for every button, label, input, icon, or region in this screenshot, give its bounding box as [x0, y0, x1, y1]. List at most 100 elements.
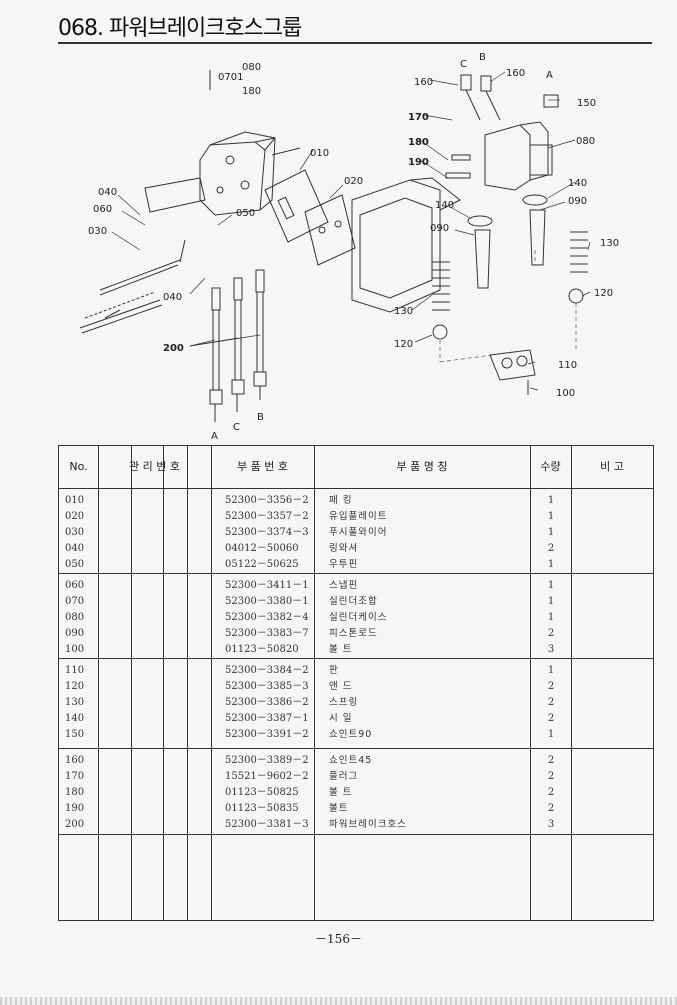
callout-180-top: 180	[242, 86, 261, 97]
callout-port-a: A	[546, 70, 553, 81]
part-name: 볼 트	[329, 644, 353, 655]
row-number: 110	[65, 665, 85, 676]
callout-120-left: 120	[394, 339, 413, 350]
part-name: 시 일	[329, 713, 353, 724]
callout-140-right: 140	[568, 178, 587, 189]
quantity: 3	[547, 819, 555, 830]
quantity: 2	[547, 787, 555, 798]
callout-080-right: 080	[576, 136, 595, 147]
part-name: 플러그	[329, 771, 359, 782]
quantity: 2	[547, 803, 555, 814]
quantity: 1	[547, 665, 555, 676]
piston-rod-right	[529, 209, 546, 266]
part-name: 볼트	[329, 803, 349, 814]
part-name: 스냅핀	[329, 580, 359, 591]
quantity: 2	[547, 755, 555, 766]
header-remarks: 비 고	[600, 460, 624, 473]
part-name: 볼 트	[329, 787, 353, 798]
row-number: 030	[65, 527, 85, 538]
callout-050: 050	[236, 208, 255, 219]
part-name: 쇼인트45	[329, 755, 373, 766]
wire-end	[79, 299, 163, 334]
part-number: 52300－3384－2	[225, 665, 309, 676]
part-number: 52300－3382－4	[225, 612, 309, 623]
quantity: 2	[547, 681, 555, 692]
header-quantity: 수량	[540, 460, 561, 473]
quantity: 2	[547, 543, 555, 554]
callout-170: 170	[408, 112, 429, 123]
quantity: 2	[547, 697, 555, 708]
callout-hose-c: C	[233, 422, 240, 433]
part-number: 01123－50820	[225, 644, 299, 655]
quantity: 1	[547, 729, 555, 740]
part-name: 앤 드	[329, 681, 353, 692]
inlet-plate	[304, 194, 356, 266]
row-number: 130	[65, 697, 85, 708]
row-number: 100	[65, 644, 85, 655]
part-name: 실린더조합	[329, 596, 378, 607]
callout-040-top: 040	[98, 187, 117, 198]
table-row: 200 52300－3381－3 파워브레이크호스 3	[59, 816, 653, 833]
callout-130-left: 130	[394, 306, 413, 317]
part-number: 52300－3381－3	[225, 819, 309, 830]
callout-010: 010	[310, 148, 329, 159]
part-name: 쇼인트90	[329, 729, 373, 740]
row-number: 200	[65, 819, 85, 830]
cylinder-case	[351, 179, 441, 313]
part-number: 52300－3357－2	[225, 511, 309, 522]
row-number: 010	[65, 495, 85, 506]
row-number: 190	[65, 803, 85, 814]
callout-040-bottom: 040	[163, 292, 182, 303]
title-rule	[58, 42, 652, 44]
quantity: 1	[547, 612, 555, 623]
callout-0701: 0701	[218, 72, 243, 83]
part-name: 스프링	[329, 697, 359, 708]
row-number: 040	[65, 543, 85, 554]
part-name: 피스톤로드	[329, 628, 378, 639]
hose-b	[253, 269, 267, 387]
callout-090-left: 090	[430, 223, 449, 234]
callout-060: 060	[93, 204, 112, 215]
row-number: 180	[65, 787, 85, 798]
exploded-parts-diagram: 080 0701 180 010 020 040 060 030 050 040…	[79, 52, 619, 442]
row-number: 050	[65, 559, 85, 570]
page-title: 068. 파워브레이크호스그룹	[58, 16, 302, 41]
callout-120-right: 120	[594, 288, 613, 299]
part-number: 52300－3374－3	[225, 527, 309, 538]
part-number: 52300－3386－2	[225, 697, 309, 708]
quantity: 1	[547, 596, 555, 607]
callout-130-right: 130	[600, 238, 619, 249]
hose-c	[231, 277, 245, 395]
part-number: 15521－9602－2	[225, 771, 309, 782]
callout-160-left: 160	[414, 77, 433, 88]
row-number: 070	[65, 596, 85, 607]
part-name: 링와셔	[329, 543, 359, 554]
header-part-number: 부 품 번 호	[237, 460, 288, 473]
row-number: 020	[65, 511, 85, 522]
push-pull-wire	[99, 239, 186, 319]
part-name: 파워브레이크호스	[329, 819, 407, 830]
part-name: 푸시풀와이어	[329, 527, 388, 538]
part-name: 판	[329, 665, 339, 676]
row-number: 160	[65, 755, 85, 766]
part-name: 우투핀	[329, 559, 359, 570]
quantity: 2	[547, 771, 555, 782]
callout-020: 020	[344, 176, 363, 187]
header-management-number: 관 리 번 호	[129, 460, 180, 473]
spring-left	[432, 261, 450, 311]
piston-rod-left	[474, 229, 491, 289]
part-number: 52300－3411－1	[225, 580, 309, 591]
part-number: 52300－3387－1	[225, 713, 309, 724]
